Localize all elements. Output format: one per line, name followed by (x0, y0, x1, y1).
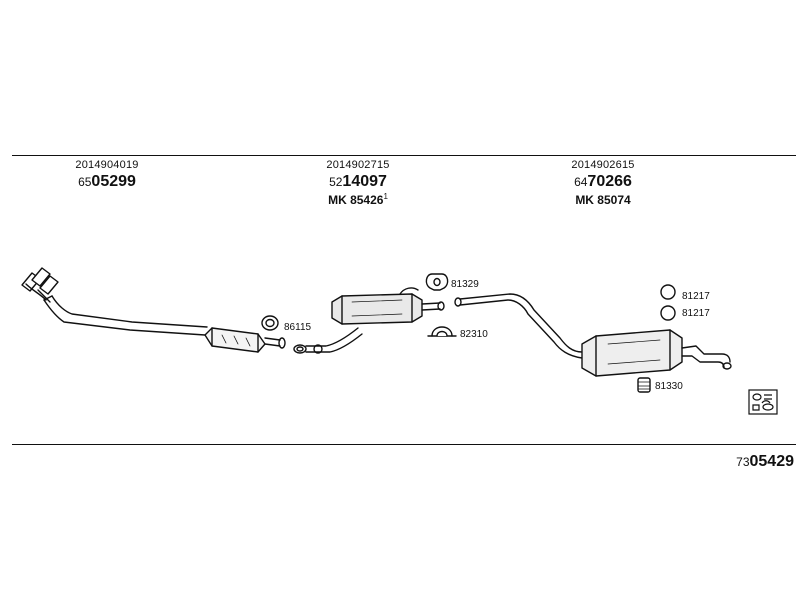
accessory-label: 81217 (682, 308, 710, 319)
mk-number: MK 854261 (328, 192, 388, 207)
oe-number: 2014902615 (571, 159, 635, 171)
accessory-label: 86115 (284, 322, 312, 333)
rear-silencer-assembly (454, 293, 732, 377)
part-header-rear-silencer: 2014902615 6470266 MK 85074 (558, 159, 648, 207)
accessory-label: 82310 (460, 329, 488, 340)
part-header-middle-silencer: 2014902715 5214097 MK 854261 (308, 159, 408, 207)
set-part-number: 7305429 (736, 453, 794, 470)
ring-81217-a (660, 284, 676, 300)
part-header-front-pipe: 2014904019 6505299 (62, 160, 152, 190)
kit-set-icon (748, 389, 778, 415)
part-number: 6505299 (78, 173, 136, 190)
accessory-label: 81330 (655, 381, 683, 392)
part-number: 6470266 (574, 173, 632, 190)
oe-number: 2014902715 (326, 159, 390, 171)
part-number: 5214097 (329, 173, 387, 190)
ring-86115 (261, 315, 279, 331)
oe-number: 2014904019 (75, 159, 139, 171)
accessory-label: 81329 (451, 279, 479, 290)
middle-silencer (293, 287, 445, 354)
accessory-label: 81217 (682, 291, 710, 302)
bottom-divider (12, 444, 796, 445)
hanger-81330 (637, 377, 651, 393)
top-divider (12, 155, 796, 156)
hanger-81329 (425, 273, 449, 291)
clamp-82310 (427, 326, 457, 337)
front-pipe-with-catalyst (21, 267, 286, 353)
ring-81217-b (660, 305, 676, 321)
mk-number: MK 85074 (575, 193, 631, 207)
